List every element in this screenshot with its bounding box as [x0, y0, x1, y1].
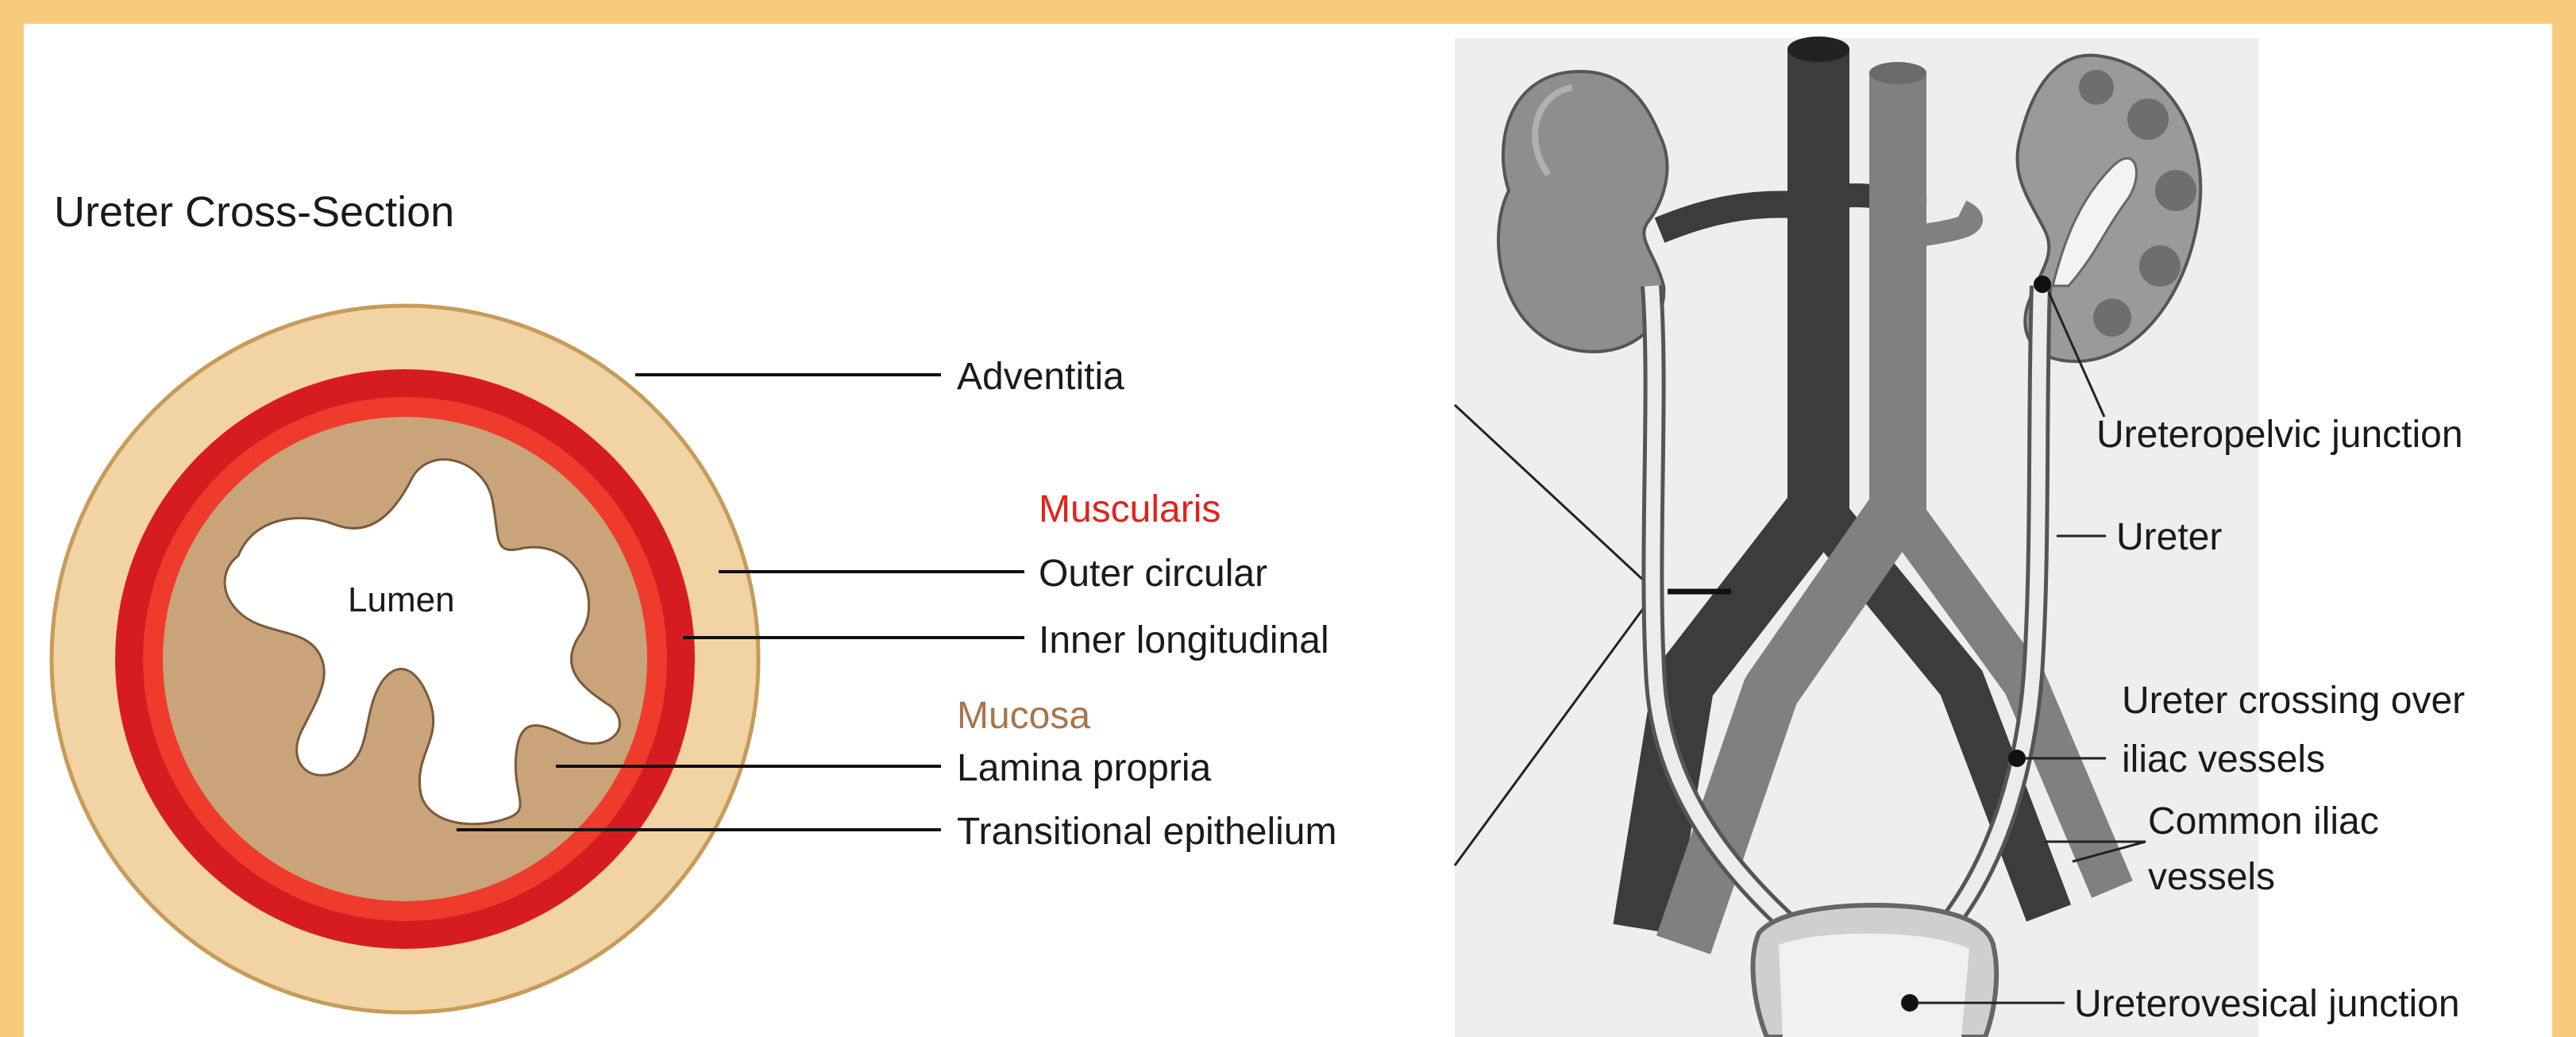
- inner-longitudinal-label: Inner longitudinal: [1039, 619, 1329, 661]
- vena-cava-opening: [1869, 62, 1926, 84]
- muscularis-label: Muscularis: [1039, 488, 1221, 530]
- renal-pyramid: [2155, 170, 2196, 211]
- lumen-label: Lumen: [348, 580, 455, 619]
- outer-circular-label: Outer circular: [1039, 553, 1267, 595]
- common-iliac-label-line1: Common iliac: [2148, 800, 2379, 842]
- bladder-lumen: [1779, 934, 1969, 1037]
- adventitia-label: Adventitia: [957, 356, 1124, 398]
- ureterovesical-junction-dot: [1901, 994, 1919, 1012]
- mucosa-label: Mucosa: [957, 695, 1090, 737]
- transitional-epithelium-label: Transitional epithelium: [957, 811, 1336, 853]
- renal-pyramid: [2093, 299, 2131, 337]
- left-kidney: [1498, 71, 1667, 352]
- lamina-propria-label: Lamina propria: [957, 747, 1211, 789]
- aorta-opening: [1787, 37, 1849, 62]
- ureter-crossing-label-line2: iliac vessels: [2122, 738, 2325, 781]
- iliac-crossing-dot: [2008, 750, 2026, 767]
- ureteropelvic-junction-dot: [2034, 276, 2051, 293]
- ureter-cross-section: Ureter Cross-Section Lumen Adventitia Mu…: [52, 188, 1336, 1012]
- cross-section-title: Ureter Cross-Section: [54, 188, 454, 236]
- renal-pyramid: [2139, 245, 2181, 287]
- ureteropelvic-junction-label: Ureteropelvic junction: [2096, 414, 2463, 456]
- renal-pyramid: [2127, 98, 2169, 140]
- common-iliac-label-line2: vessels: [2148, 856, 2275, 898]
- ureter-crossing-label-line1: Ureter crossing over: [2122, 680, 2465, 722]
- ureterovesical-junction-label: Ureterovesical junction: [2074, 983, 2460, 1025]
- ureter-label: Ureter: [2116, 516, 2222, 558]
- renal-pyramid: [2079, 70, 2114, 105]
